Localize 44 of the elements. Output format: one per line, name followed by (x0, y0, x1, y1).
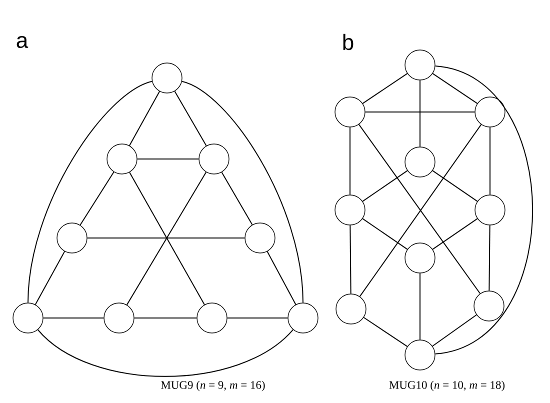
edge-line (80, 171, 114, 226)
vertex-circle (334, 194, 366, 226)
vertex-circle (474, 290, 504, 322)
edge-line (350, 224, 352, 294)
edge-line (181, 80, 304, 304)
vertex-circle (56, 222, 88, 254)
edge-line (362, 218, 408, 250)
edge-line (136, 158, 200, 160)
edge-line (37, 329, 294, 377)
edge-line (28, 80, 153, 304)
edge-line (362, 170, 408, 202)
edge-line (432, 218, 478, 250)
vertex-circle (334, 96, 366, 128)
vertex-circle (12, 302, 44, 334)
edge-line (434, 66, 534, 354)
vertex-circle (198, 144, 230, 174)
caption: MUG9 (n = 9, m = 16) (161, 380, 265, 392)
vertex-circle (474, 96, 506, 128)
vertex-circle (244, 222, 276, 254)
edge-line (221, 172, 253, 226)
label-letter: b (343, 34, 354, 50)
vertex-circle (106, 144, 138, 174)
edge-line (363, 317, 408, 347)
vertex-circle (152, 62, 182, 94)
edge-line (432, 73, 478, 104)
edge-line (432, 170, 478, 202)
edge-line (488, 224, 490, 292)
vertex-circle (288, 302, 318, 334)
label-letter: a (16, 36, 28, 48)
edge-line (174, 90, 207, 146)
vertex-circle (404, 146, 436, 178)
edge-line (266, 251, 296, 305)
edge-line (432, 314, 477, 347)
vertex-circle (196, 302, 228, 334)
vertex-circle (404, 340, 436, 370)
vertex-circle (474, 194, 506, 226)
vertex-circle (336, 294, 366, 324)
edge-line (362, 73, 408, 104)
vertex-circle (404, 50, 436, 80)
caption: MUG10 (n = 10, m = 18) (389, 380, 505, 392)
edge-line (34, 250, 66, 306)
edge-line (128, 90, 160, 146)
vertex-circle (104, 302, 134, 334)
vertex-circle (404, 242, 436, 274)
